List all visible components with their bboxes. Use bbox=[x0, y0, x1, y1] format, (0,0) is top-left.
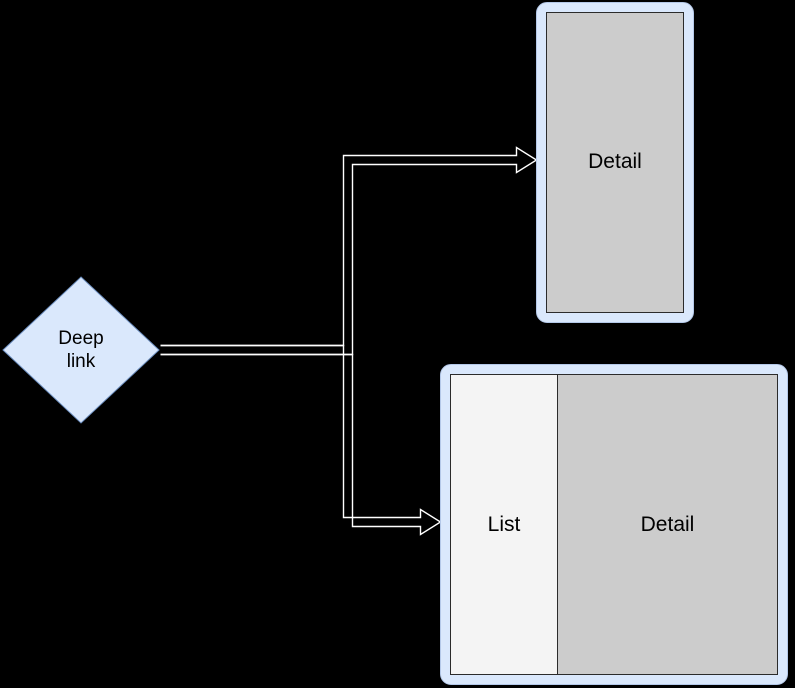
phone-detail-label: Detail bbox=[588, 150, 642, 173]
tablet-detail-label: Detail bbox=[640, 512, 695, 536]
tablet-list-pane[interactable]: List bbox=[451, 375, 558, 674]
node-deep-link[interactable]: Deep link bbox=[2, 276, 160, 424]
tablet-list-label: List bbox=[487, 512, 521, 536]
phone-detail-pane[interactable]: Detail bbox=[546, 12, 684, 313]
edge-deeplink-to-tablet[interactable] bbox=[160, 344, 442, 536]
diamond-shape bbox=[2, 276, 160, 424]
edge-deeplink-to-phone[interactable] bbox=[160, 146, 538, 356]
node-phone[interactable]: Detail bbox=[536, 2, 694, 323]
node-tablet[interactable]: List Detail bbox=[440, 364, 788, 685]
tablet-screen: List Detail bbox=[450, 374, 778, 675]
tablet-detail-pane[interactable]: Detail bbox=[558, 375, 777, 674]
